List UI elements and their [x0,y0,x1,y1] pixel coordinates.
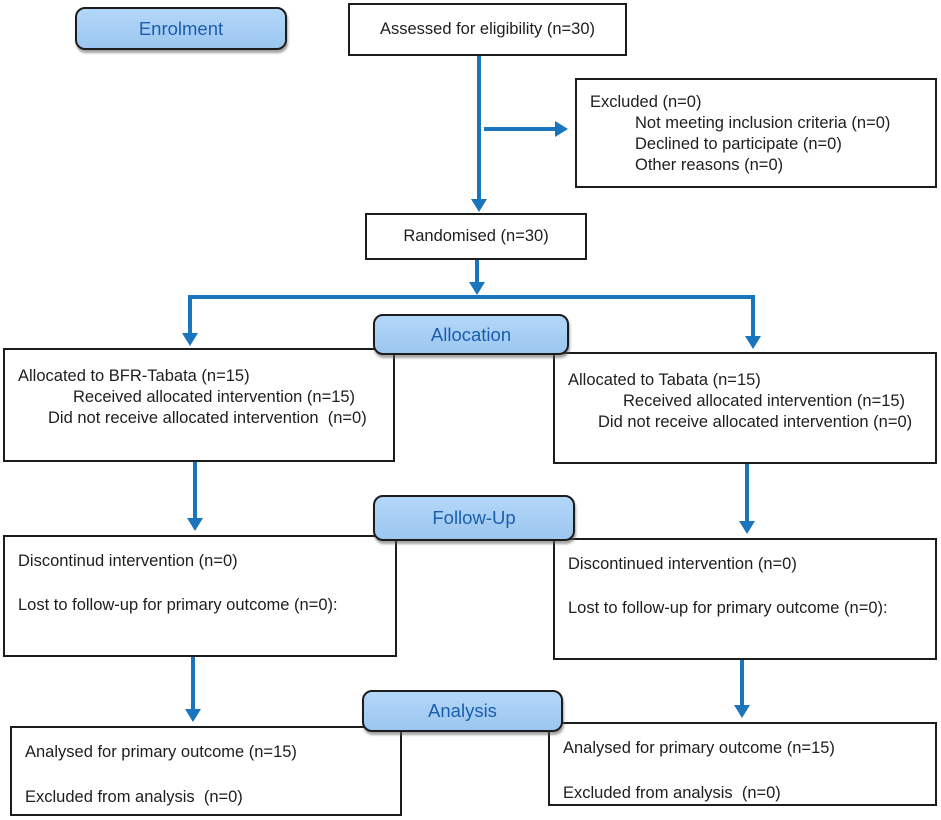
arrow-eligibility-to-randomised [477,56,481,200]
arrow-followup-right-to-analysis [740,660,744,706]
arrowhead-down-icon [187,518,203,531]
arrow-alloc-left-to-followup [193,462,197,519]
arrowhead-down-icon [745,336,761,349]
arrow-alloc-right-to-followup [745,464,749,522]
excluded-line: Declined to participate (n=0) [635,135,842,153]
followup-line: Lost to follow-up for primary outcome (n… [568,599,888,617]
eligibility-box: Assessed for eligibility (n=30) [348,3,627,56]
followup-line: Lost to follow-up for primary outcome (n… [18,596,338,614]
analysis-stage-badge: Analysis [362,690,563,732]
arrow-to-excluded [484,127,555,131]
arrow-followup-left-to-analysis [191,657,195,710]
randomised-box: Randomised (n=30) [365,213,587,260]
followup-right-box: Discontinued intervention (n=0) Lost to … [553,538,937,660]
excluded-line: Not meeting inclusion criteria (n=0) [635,114,891,132]
arrowhead-down-icon [739,521,755,534]
excluded-line: Excluded (n=0) [590,93,702,111]
excluded-line: Other reasons (n=0) [635,156,784,174]
followup-stage-badge: Follow-Up [373,495,575,541]
analysis-left-box: Analysed for primary outcome (n=15) Excl… [10,726,402,816]
arrow-randomised-to-split [475,260,479,283]
allocated-bfr-tabata-box: Allocated to BFR-Tabata (n=15) Received … [3,348,395,462]
allocation-line: Received allocated intervention (n=15) [623,392,906,410]
randomised-text: Randomised (n=30) [403,227,549,245]
arrow-split-to-alloc-left [188,295,192,334]
allocation-line: Did not receive allocated intervention (… [48,409,367,427]
analysis-line: Analysed for primary outcome (n=15) [25,743,297,761]
allocation-line: Allocated to Tabata (n=15) [568,371,761,389]
enrolment-stage-badge: Enrolment [75,7,287,50]
arrowhead-down-icon [734,705,750,718]
allocation-line: Received allocated intervention (n=15) [73,388,356,406]
arrow-split-to-alloc-right [751,295,755,337]
followup-left-box: Discontinud intervention (n=0) Lost to f… [3,535,397,657]
analysis-line: Excluded from analysis (n=0) [25,788,243,806]
arrowhead-down-icon [469,282,485,295]
eligibility-text: Assessed for eligibility (n=30) [379,20,596,38]
split-line [188,295,755,299]
followup-line: Discontinued intervention (n=0) [568,555,797,573]
allocation-stage-badge: Allocation [373,314,569,355]
arrowhead-down-icon [182,333,198,346]
arrowhead-down-icon [185,709,201,722]
excluded-box: Excluded (n=0) Not meeting inclusion cri… [575,78,937,188]
followup-line: Discontinud intervention (n=0) [18,552,238,570]
analysis-line: Analysed for primary outcome (n=15) [563,739,835,757]
analysis-line: Excluded from analysis (n=0) [563,784,781,802]
arrowhead-down-icon [471,199,487,212]
allocated-tabata-box: Allocated to Tabata (n=15) Received allo… [553,352,937,464]
analysis-right-box: Analysed for primary outcome (n=15) Excl… [548,722,937,806]
allocation-line: Allocated to BFR-Tabata (n=15) [18,367,250,385]
allocation-line: Did not receive allocated intervention (… [598,413,913,431]
arrowhead-right-icon [555,121,568,137]
